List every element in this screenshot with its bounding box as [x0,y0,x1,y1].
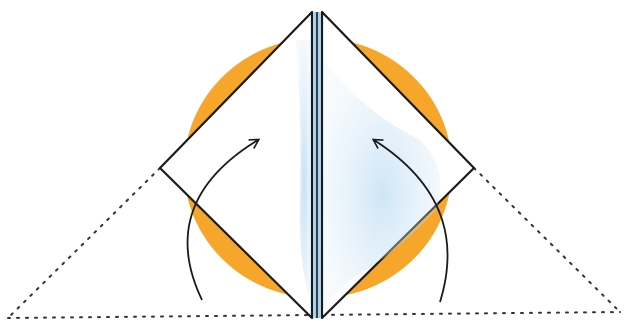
folded-flap-left [160,12,312,318]
fold-guide-right-diagonal [474,168,620,312]
fold-guide-left-diagonal [8,168,160,318]
center-spine [312,12,322,318]
